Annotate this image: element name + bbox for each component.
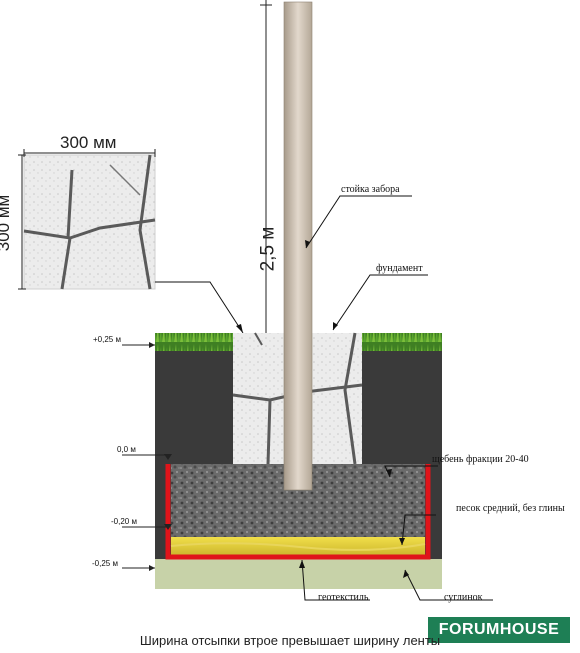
tile-sample (23, 154, 156, 290)
forumhouse-logo: FORUMHOUSE (428, 617, 570, 643)
loam-label: суглинок (444, 592, 483, 603)
tile-height-label: 300 мм (0, 194, 14, 252)
gravel-label: щебень фракции 20-40 (432, 454, 529, 465)
tile-width-label: 300 мм (60, 133, 117, 152)
level-top: +0,25 м (93, 335, 121, 344)
loam-layer (155, 559, 442, 589)
post-height-label: 2,5 м (257, 226, 279, 272)
geotextile-line (165, 464, 431, 560)
sand-label: песок средний, без глины (456, 503, 565, 514)
level-zero: 0,0 м (117, 445, 136, 454)
level-minus-020: -0,20 м (111, 517, 137, 526)
tile-leader (155, 281, 244, 334)
geotextile-label: геотекстиль (318, 592, 369, 603)
grass-left (155, 333, 233, 351)
diagram-caption: Ширина отсыпки втрое превышает ширину ле… (139, 633, 441, 648)
foundation-label: фундамент (376, 263, 423, 274)
post-label: стойка забора (341, 184, 400, 195)
level-minus-025: -0,25 м (92, 559, 118, 568)
grass-right (362, 333, 442, 351)
